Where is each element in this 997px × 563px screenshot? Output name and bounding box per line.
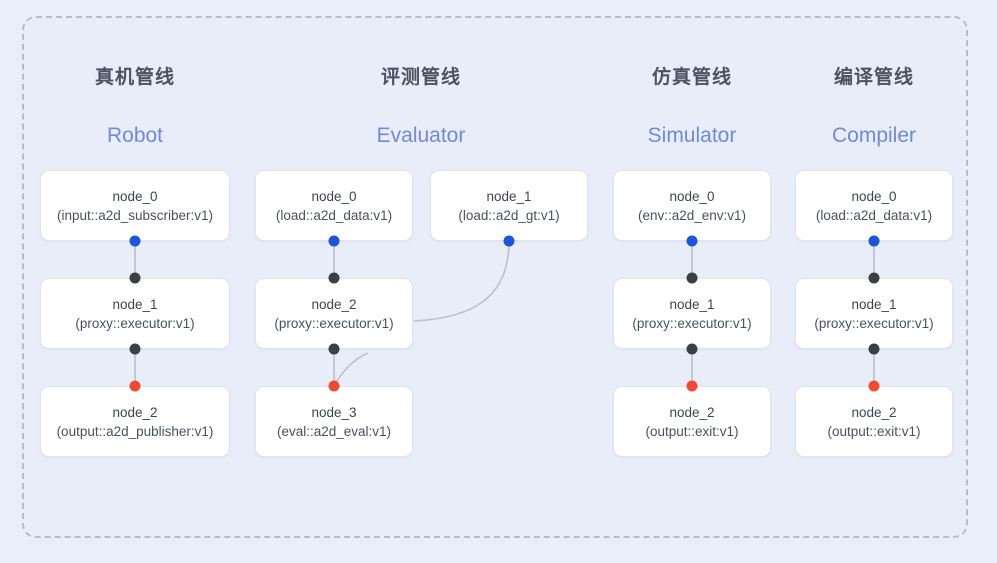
node-spec: (load::a2d_data:v1) [275,207,393,223]
port-out-compiler-1[interactable] [868,343,880,355]
node-name: node_0 [851,188,897,204]
node-evaluator-3-eval[interactable]: node_3 (eval::a2d_eval:v1) [255,386,413,457]
port-in-simulator-1[interactable] [686,272,698,284]
node-evaluator-1-gt[interactable]: node_1 (load::a2d_gt:v1) [430,170,588,241]
node-name: node_2 [112,404,158,420]
port-output-robot-2[interactable] [129,380,141,392]
node-name: node_2 [311,296,357,312]
column-title-en-compiler: Compiler [831,124,917,147]
port-input-simulator-0[interactable] [686,235,698,247]
port-input-robot-0[interactable] [129,235,141,247]
node-spec: (proxy::executor:v1) [274,315,394,331]
port-output-evaluator-3[interactable] [328,380,340,392]
node-spec: (input::a2d_subscriber:v1) [56,207,214,223]
port-out-simulator-1[interactable] [686,343,698,355]
port-out-evaluator-2[interactable] [328,343,340,355]
node-spec: (load::a2d_gt:v1) [458,207,560,223]
column-title-cn-simulator: 仿真管线 [651,67,732,88]
port-in-compiler-1[interactable] [868,272,880,284]
node-name: node_3 [311,404,357,420]
node-name: node_0 [112,188,158,204]
node-evaluator-0[interactable]: node_0 (load::a2d_data:v1) [255,170,413,241]
port-in-evaluator-2[interactable] [328,272,340,284]
node-name: node_1 [486,188,532,204]
node-spec: (load::a2d_data:v1) [815,207,933,223]
node-robot-1[interactable]: node_1 (proxy::executor:v1) [40,278,230,349]
column-title-cn-compiler: 编译管线 [833,67,914,88]
node-robot-0[interactable]: node_0 (input::a2d_subscriber:v1) [40,170,230,241]
node-spec: (proxy::executor:v1) [814,315,934,331]
node-spec: (output::exit:v1) [827,423,921,439]
node-simulator-2[interactable]: node_2 (output::exit:v1) [613,386,771,457]
node-spec: (proxy::executor:v1) [75,315,195,331]
column-title-en-evaluator: Evaluator [376,124,466,147]
node-name: node_1 [112,296,158,312]
node-name: node_2 [851,404,897,420]
node-compiler-2[interactable]: node_2 (output::exit:v1) [795,386,953,457]
node-evaluator-2-executor[interactable]: node_2 (proxy::executor:v1) [255,278,413,349]
column-title-en-simulator: Simulator [647,124,737,147]
port-in-robot-1[interactable] [129,272,141,284]
node-name: node_0 [669,188,715,204]
node-name: node_0 [311,188,357,204]
node-spec: (output::exit:v1) [645,423,739,439]
port-input-compiler-0[interactable] [868,235,880,247]
node-compiler-1[interactable]: node_1 (proxy::executor:v1) [795,278,953,349]
node-spec: (eval::a2d_eval:v1) [276,423,392,439]
node-spec: (proxy::executor:v1) [632,315,752,331]
node-simulator-0[interactable]: node_0 (env::a2d_env:v1) [613,170,771,241]
port-input-evaluator-0[interactable] [328,235,340,247]
port-output-compiler-2[interactable] [868,380,880,392]
node-simulator-1[interactable]: node_1 (proxy::executor:v1) [613,278,771,349]
node-compiler-0[interactable]: node_0 (load::a2d_data:v1) [795,170,953,241]
node-spec: (env::a2d_env:v1) [637,207,747,223]
port-input-evaluator-1[interactable] [503,235,515,247]
pipeline-group-frame [22,16,968,538]
column-title-cn-robot: 真机管线 [94,67,175,88]
port-out-robot-1[interactable] [129,343,141,355]
column-title-cn-evaluator: 评测管线 [380,67,461,88]
node-name: node_1 [851,296,897,312]
node-name: node_2 [669,404,715,420]
node-spec: (output::a2d_publisher:v1) [56,423,214,439]
node-robot-2[interactable]: node_2 (output::a2d_publisher:v1) [40,386,230,457]
port-output-simulator-2[interactable] [686,380,698,392]
column-title-en-robot: Robot [106,124,164,147]
node-name: node_1 [669,296,715,312]
